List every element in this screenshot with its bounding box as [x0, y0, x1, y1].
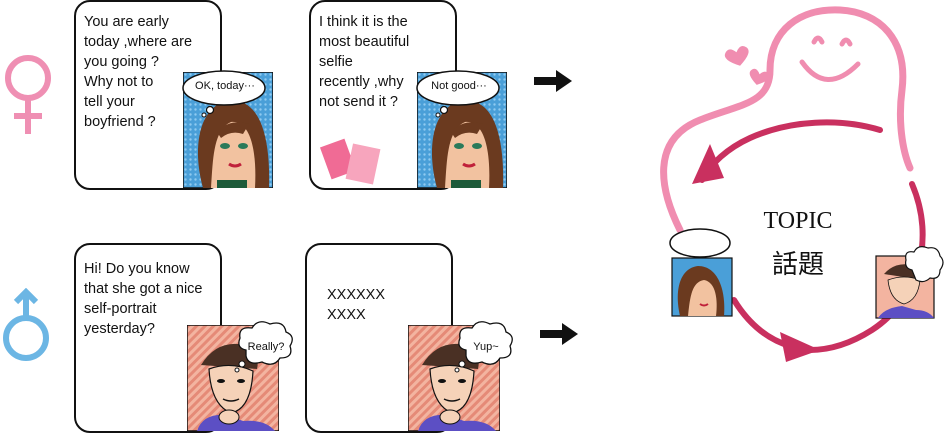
thought-cloud-icon — [234, 321, 293, 373]
topic-title: TOPIC — [763, 208, 833, 234]
thought-cloud-icon — [454, 321, 513, 373]
female-symbol-icon — [5, 55, 51, 134]
bubble-text: Yup~ — [473, 341, 499, 353]
thought-bubble-icon — [416, 70, 500, 118]
man-portrait — [187, 325, 279, 431]
panel-text: Hi! Do you know that she got a nice self… — [84, 261, 203, 337]
photo-cards-icon — [319, 138, 381, 185]
bubble-text: OK, today··· — [195, 80, 255, 92]
right-arrow-icon — [540, 323, 578, 345]
heart-icon — [724, 45, 749, 66]
heart-icon — [749, 68, 770, 85]
panel-text: You are early today ,where are you going… — [84, 14, 193, 130]
topic-subtitle: 話題 — [771, 250, 824, 279]
eye — [839, 37, 853, 47]
bubble-text: Not good··· — [431, 80, 487, 92]
panel-text: XXXXXX XXXX — [327, 287, 386, 323]
right-arrow-icon — [534, 70, 572, 92]
panel-text: I think it is the most beautiful selfie … — [319, 14, 410, 110]
topic-cycle-diagram — [660, 6, 944, 362]
eye — [811, 35, 825, 45]
thought-bubble-icon — [182, 70, 266, 118]
male-symbol-icon — [3, 288, 49, 361]
bubble-text: Really? — [247, 341, 285, 353]
